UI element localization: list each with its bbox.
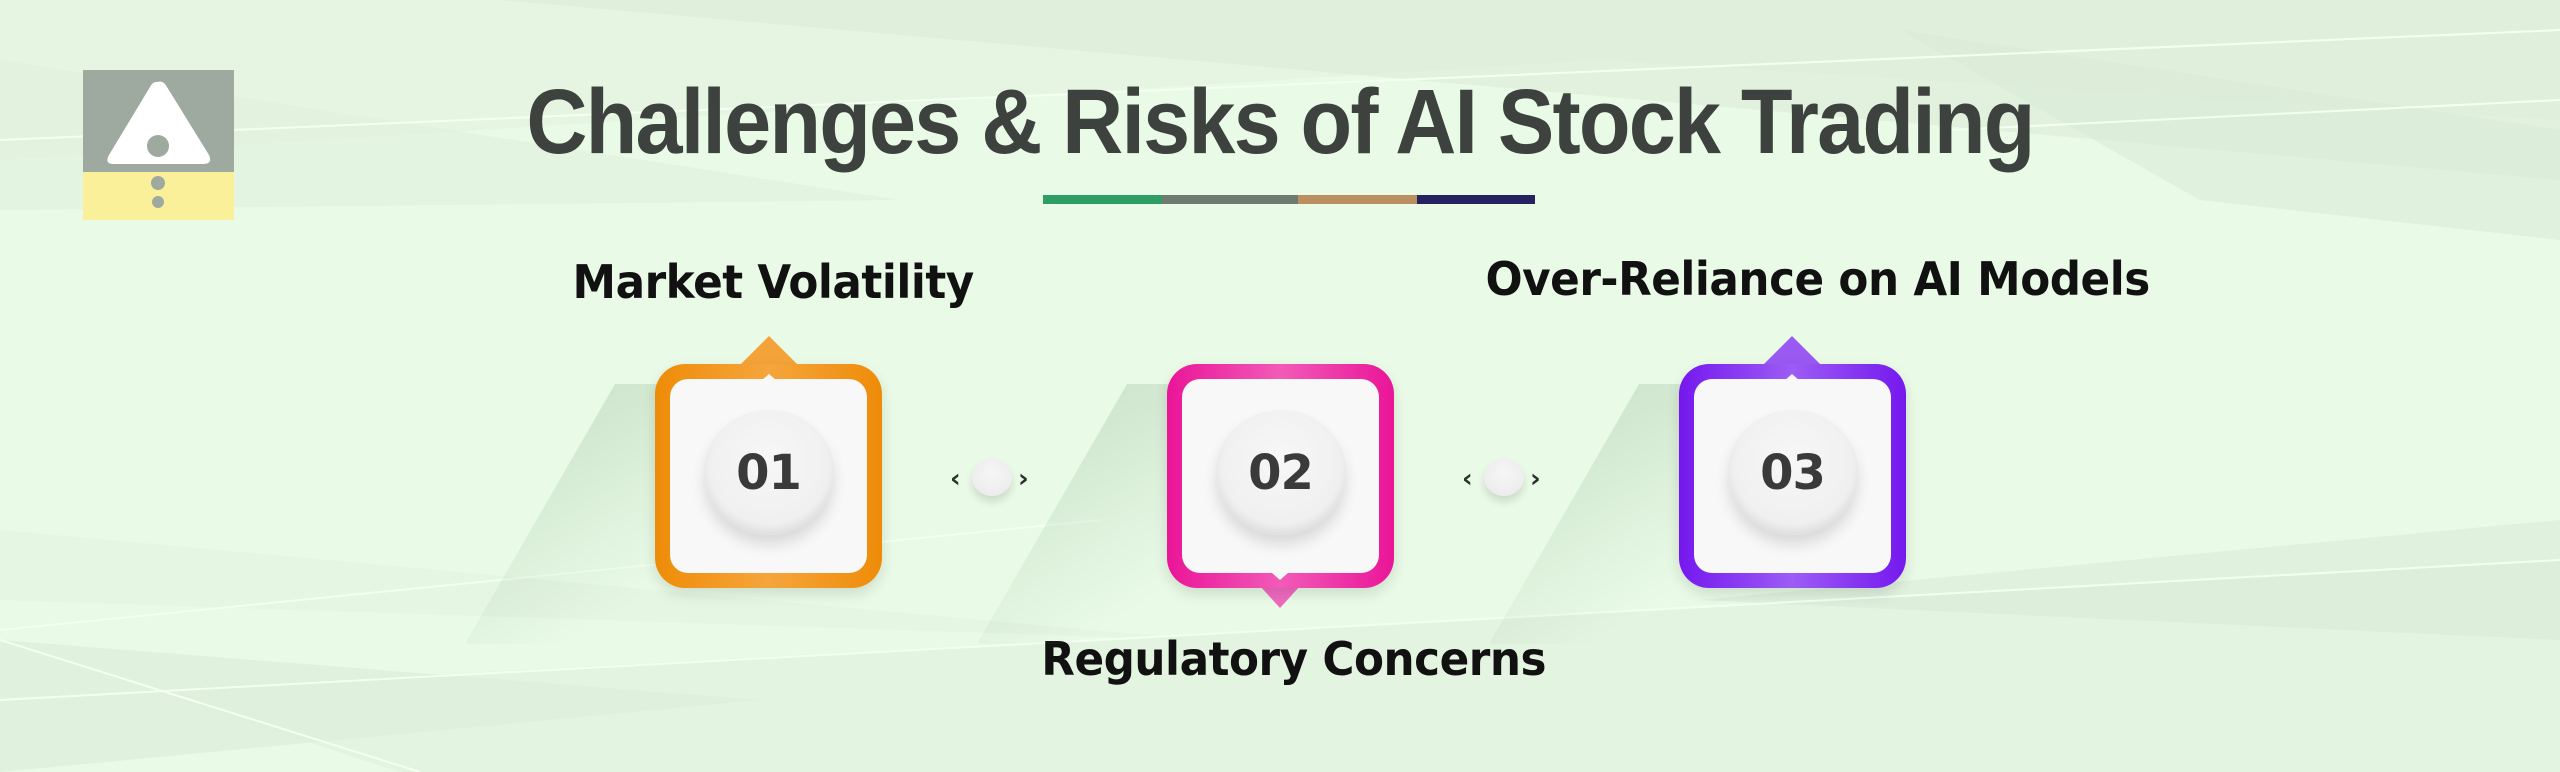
title-underline — [1043, 195, 1535, 204]
underline-segment-navy — [1417, 195, 1535, 204]
item-card-3: 03 — [1488, 336, 1906, 644]
item-card-2: 02 — [976, 364, 1394, 644]
chevron-left-icon: ‹ — [1462, 464, 1473, 494]
item-number-2: 02 — [1248, 444, 1314, 501]
number-badge-2: 02 — [1215, 410, 1346, 535]
item-card-1: 01 — [464, 336, 882, 644]
underline-segment-green — [1043, 195, 1162, 204]
chevron-right-icon: › — [1018, 464, 1029, 494]
logo — [83, 70, 234, 220]
chevron-right-icon: › — [1530, 464, 1541, 494]
chevron-left-icon: ‹ — [950, 464, 961, 494]
item-label-3: Over-Reliance on AI Models — [1485, 252, 2150, 306]
item-label-2: Regulatory Concerns — [1041, 632, 1546, 686]
item-number-1: 01 — [736, 444, 802, 501]
page-title: Challenges & Risks of AI Stock Trading — [526, 71, 2035, 173]
item-label-1: Market Volatility — [572, 255, 975, 309]
underline-segment-tan — [1298, 195, 1417, 204]
connector-dot — [972, 458, 1012, 496]
connector-dot — [1484, 458, 1524, 496]
number-badge-1: 01 — [703, 410, 834, 535]
warning-triangle-icon — [107, 81, 211, 208]
underline-segment-gray — [1162, 195, 1298, 204]
item-number-3: 03 — [1760, 444, 1826, 501]
connector-2: ‹ › — [1462, 458, 1546, 498]
connector-1: ‹ › — [950, 458, 1034, 498]
number-badge-3: 03 — [1727, 410, 1858, 535]
